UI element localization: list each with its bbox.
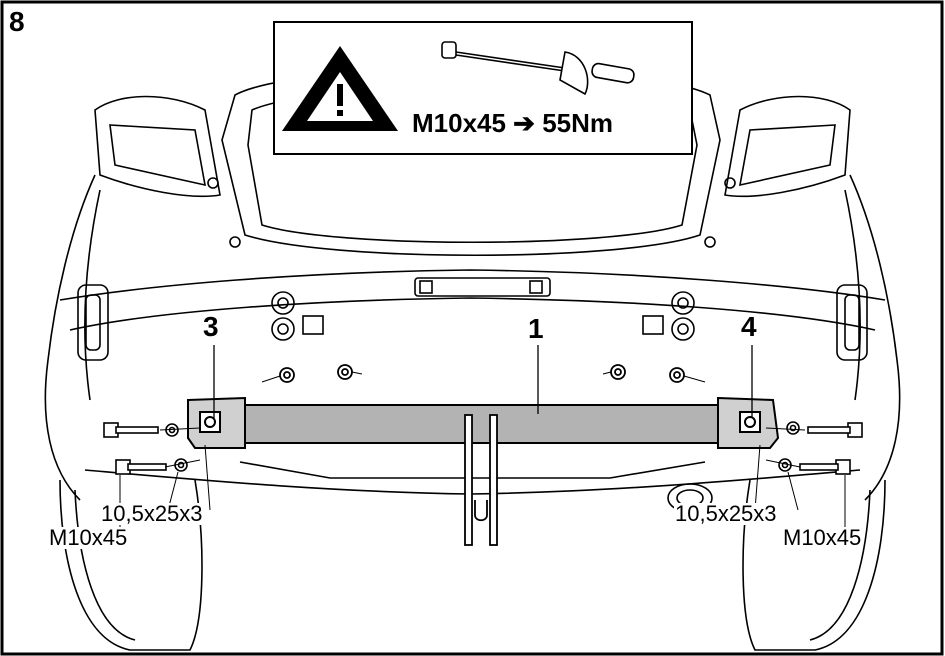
part-number-right-bracket: 4 [741, 311, 757, 342]
left-bolt-label: M10x45 [48, 525, 129, 550]
step-number: 8 [9, 6, 25, 37]
tow-neck [464, 414, 498, 546]
leader-lines [213, 345, 753, 418]
right-bolts [754, 421, 863, 540]
right-washer-label: 10,5x25x3 [674, 501, 778, 526]
torque-spec: M10x45 ➔ 55Nm [412, 108, 614, 138]
left-bracket [187, 396, 246, 449]
right-bracket [717, 396, 780, 449]
car-rear-outline [44, 67, 901, 651]
torque-box [273, 21, 693, 155]
warning-triangle-icon [282, 46, 398, 131]
torque-wrench-icon [441, 41, 635, 96]
part-number-left-bracket: 3 [203, 311, 219, 342]
left-washer-label: 10,5x25x3 [100, 501, 204, 526]
right-bolt-label: M10x45 [782, 525, 863, 550]
part-number-crossbar: 1 [528, 313, 544, 344]
upper-nuts [261, 364, 706, 383]
crossbar [239, 404, 721, 444]
